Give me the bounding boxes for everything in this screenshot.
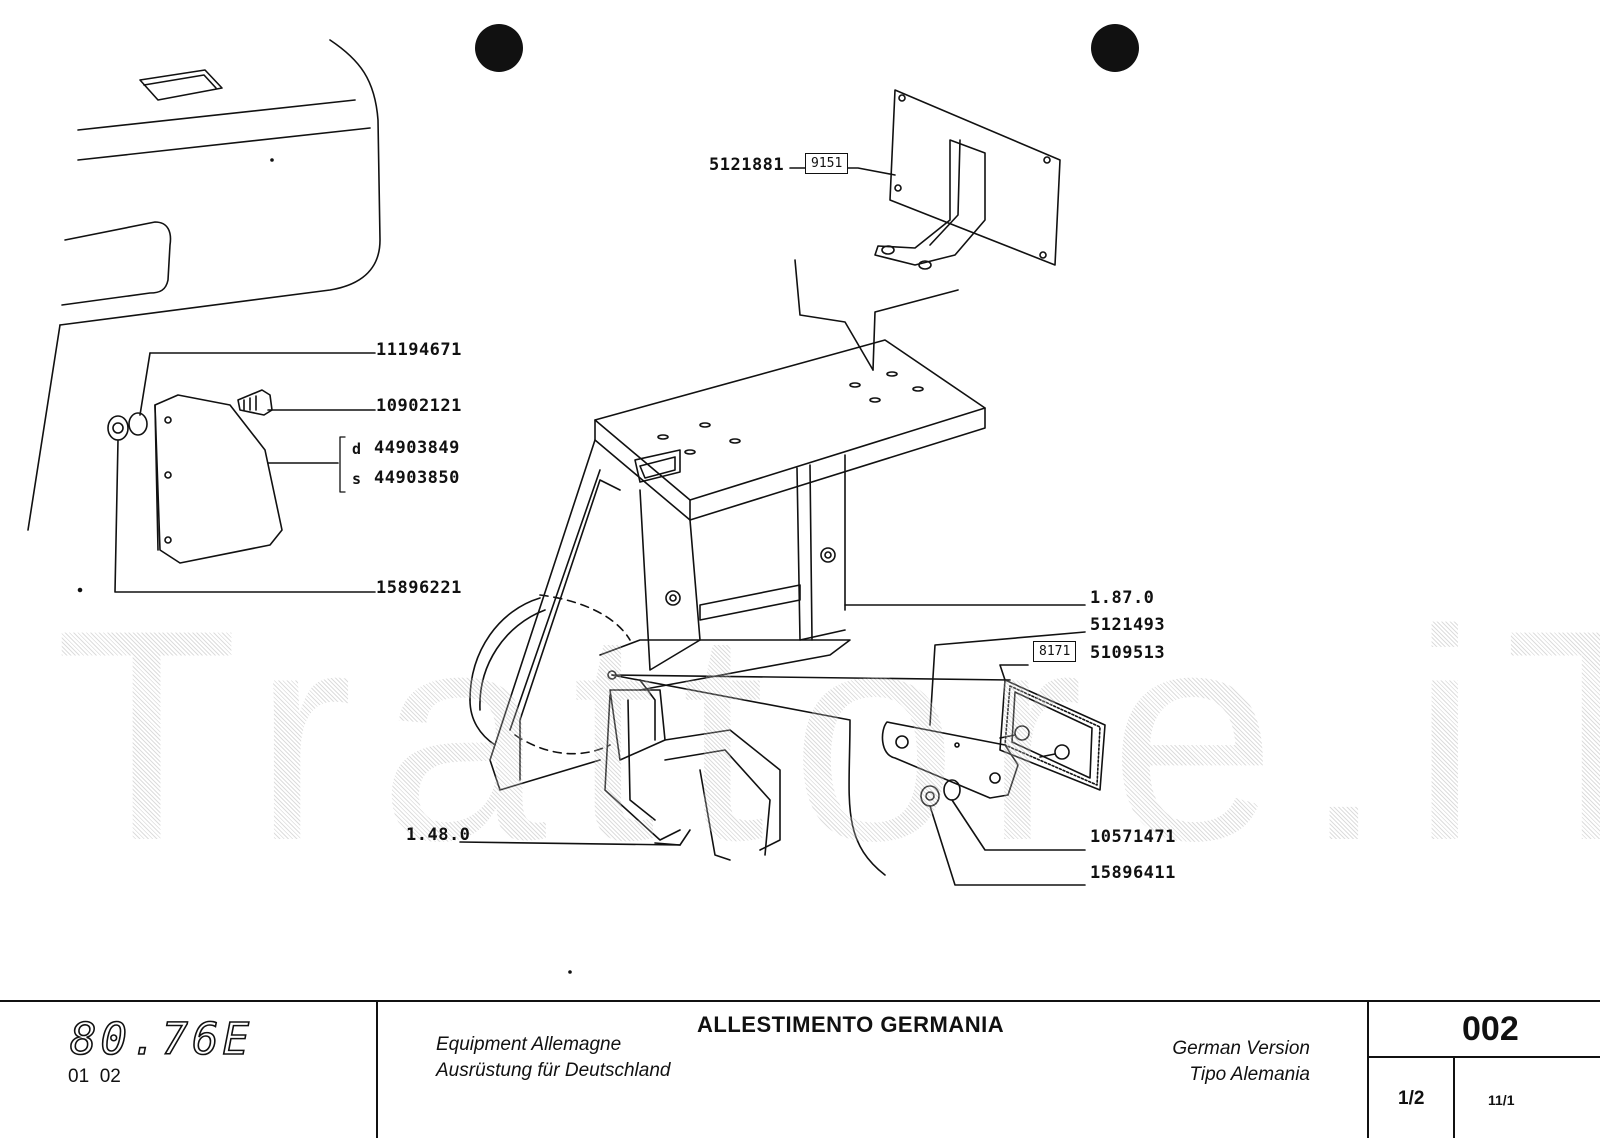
part-number-10571471: 10571471 [1090, 827, 1176, 847]
reference-code: 11/1 [1488, 1092, 1515, 1108]
side-bracket-assembly [107, 352, 376, 593]
part-number-5121881: 5121881 [709, 155, 785, 175]
punch-hole-right [1091, 24, 1139, 72]
part-number-15896221: 15896221 [376, 578, 462, 598]
side-marker-d: d [352, 440, 362, 458]
model-subcode: 01 02 [68, 1066, 121, 1087]
page-code: 002 [1462, 1010, 1519, 1048]
ref-group-1-87-0: 1.87.0 [1090, 588, 1155, 608]
model-number: 80.76E [69, 1013, 253, 1066]
part-number-5109513: 5109513 [1090, 643, 1166, 663]
part-number-5121493: 5121493 [1090, 615, 1166, 635]
exploded-parts-drawing [27, 24, 1139, 974]
title-spanish: Tipo Alemania [1189, 1064, 1310, 1085]
rear-mounting-frame [459, 259, 1086, 876]
title-block: 80.76E 01 02 ALLESTIMENTO GERMANIA Equip… [0, 1000, 1600, 1138]
part-number-10902121: 10902121 [376, 396, 462, 416]
punch-hole-left [475, 24, 523, 72]
side-marker-s: s [352, 470, 362, 488]
ref-group-1-48-0: 1.48.0 [406, 825, 471, 845]
title-italian: ALLESTIMENTO GERMANIA [697, 1012, 1005, 1037]
ref-box-9151: 9151 [805, 153, 849, 174]
title-french: Equipment Allemagne [436, 1034, 622, 1055]
title-german: Ausrüstung für Deutschland [436, 1060, 671, 1081]
lamp-bracket-and-reflector [881, 631, 1106, 886]
sheet-number: 1/2 [1398, 1088, 1425, 1109]
ref-box-8171: 8171 [1033, 641, 1077, 662]
part-number-44903849: 44903849 [374, 438, 460, 458]
part-number-44903850: 44903850 [374, 468, 460, 488]
part-number-15896411: 15896411 [1090, 863, 1176, 883]
title-english: German Version [1172, 1038, 1310, 1059]
license-plate-bracket [789, 89, 1061, 270]
watermark: Trattore.iT [55, 585, 1600, 885]
tractor-fender-outline [27, 39, 381, 531]
part-number-11194671: 11194671 [376, 340, 462, 360]
